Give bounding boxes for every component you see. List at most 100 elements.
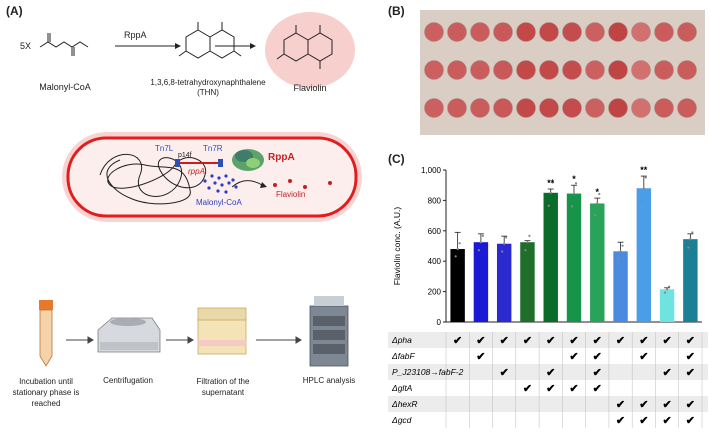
rppa-gene-label: rppA bbox=[188, 167, 205, 176]
bar bbox=[590, 203, 605, 322]
check-mark: ✔ bbox=[662, 367, 671, 379]
check-mark: ✔ bbox=[686, 351, 695, 363]
malonyl-coa-label: Malonyl-CoA bbox=[39, 82, 91, 92]
check-mark: ✔ bbox=[546, 335, 555, 347]
check-mark: ✔ bbox=[476, 335, 485, 347]
well bbox=[631, 22, 651, 42]
thn-structure bbox=[178, 22, 242, 59]
well bbox=[608, 22, 628, 42]
significance-mark: ** bbox=[547, 178, 555, 188]
check-mark: ✔ bbox=[569, 351, 578, 363]
check-mark: ✔ bbox=[639, 415, 648, 427]
malonyl-coa-structure bbox=[39, 33, 89, 56]
replicate-point bbox=[619, 250, 622, 253]
well bbox=[562, 60, 582, 80]
replicate-point bbox=[503, 242, 506, 245]
well bbox=[585, 22, 605, 42]
well bbox=[447, 22, 467, 42]
replicate-point bbox=[572, 192, 576, 195]
well-plate-photo bbox=[420, 10, 705, 135]
bar bbox=[496, 243, 512, 322]
well bbox=[677, 98, 697, 118]
check-mark: ✔ bbox=[686, 399, 695, 411]
well bbox=[516, 60, 536, 80]
check-mark: ✔ bbox=[616, 399, 625, 411]
y-tick-label: 800 bbox=[428, 196, 442, 205]
well bbox=[424, 60, 444, 80]
replicate-point bbox=[477, 249, 481, 252]
check-mark: ✔ bbox=[523, 383, 532, 395]
hplc-icon bbox=[309, 296, 349, 367]
check-mark: ✔ bbox=[569, 335, 578, 347]
replicate-point bbox=[617, 257, 620, 260]
replicate-point bbox=[454, 255, 457, 258]
table-row bbox=[388, 364, 708, 380]
rppa-protein-label: RppA bbox=[268, 152, 295, 163]
bar bbox=[659, 289, 675, 322]
check-mark: ✔ bbox=[523, 335, 532, 347]
workflow-arrows bbox=[66, 336, 302, 344]
well bbox=[447, 98, 467, 118]
significance-mark: * bbox=[596, 187, 600, 197]
replicate-point bbox=[524, 249, 527, 252]
table-row bbox=[388, 396, 708, 412]
check-mark: ✔ bbox=[686, 415, 695, 427]
table-row-label: ΔfabF bbox=[391, 351, 416, 361]
well bbox=[493, 22, 513, 42]
well bbox=[516, 98, 536, 118]
workflow-step-2: Centrifugation bbox=[103, 376, 153, 385]
well bbox=[516, 22, 536, 42]
replicate-point bbox=[547, 204, 550, 207]
panel-a-graphics bbox=[39, 12, 362, 367]
replicate-point bbox=[594, 214, 597, 217]
check-mark: ✔ bbox=[616, 335, 625, 347]
centrifuge-icon bbox=[97, 317, 161, 353]
bar bbox=[683, 239, 698, 322]
table-row-label: P_J23108→fabF-2 bbox=[392, 367, 464, 377]
flaviolin-dots bbox=[273, 179, 332, 189]
thn-abbrev: (THN) bbox=[197, 88, 219, 97]
table-row-label: Δpha bbox=[391, 335, 412, 345]
check-mark: ✔ bbox=[593, 383, 602, 395]
well bbox=[493, 60, 513, 80]
replicate-point bbox=[621, 244, 624, 247]
well bbox=[562, 22, 582, 42]
replicate-point bbox=[687, 246, 690, 249]
well bbox=[539, 98, 559, 118]
replicate-point bbox=[644, 176, 647, 179]
check-mark: ✔ bbox=[639, 335, 648, 347]
well bbox=[470, 98, 490, 118]
check-mark: ✔ bbox=[662, 399, 671, 411]
y-tick-label: 400 bbox=[428, 257, 442, 266]
well bbox=[585, 98, 605, 118]
check-mark: ✔ bbox=[639, 351, 648, 363]
replicate-point bbox=[456, 247, 459, 251]
replicate-point bbox=[596, 202, 599, 205]
well bbox=[539, 60, 559, 80]
flaviolin-label: Flaviolin bbox=[293, 83, 327, 93]
rppa-enzyme-label: RppA bbox=[124, 30, 147, 40]
replicate-point bbox=[528, 234, 531, 237]
flaviolin-structure bbox=[276, 25, 333, 69]
table-row bbox=[388, 348, 708, 364]
check-mark: ✔ bbox=[546, 383, 555, 395]
significance-mark: * bbox=[572, 174, 576, 184]
well bbox=[631, 60, 651, 80]
malonyl-coa-dots bbox=[203, 174, 238, 194]
table-row bbox=[388, 332, 708, 348]
y-axis-label: Flaviolin conc. (A.U.) bbox=[392, 207, 402, 286]
bar bbox=[543, 192, 558, 322]
bar bbox=[566, 193, 582, 322]
well bbox=[654, 60, 674, 80]
table-row bbox=[388, 412, 708, 428]
flaviolin-bar-chart: Flaviolin conc. (A.U.)02004006008001,000… bbox=[392, 165, 702, 327]
y-tick-label: 0 bbox=[437, 318, 442, 327]
replicate-point bbox=[570, 205, 574, 208]
well bbox=[470, 60, 490, 80]
check-mark: ✔ bbox=[686, 335, 695, 347]
flaviolin-highlight bbox=[265, 12, 355, 88]
well bbox=[631, 98, 651, 118]
check-mark: ✔ bbox=[686, 367, 695, 379]
check-mark: ✔ bbox=[453, 335, 462, 347]
check-mark: ✔ bbox=[593, 335, 602, 347]
